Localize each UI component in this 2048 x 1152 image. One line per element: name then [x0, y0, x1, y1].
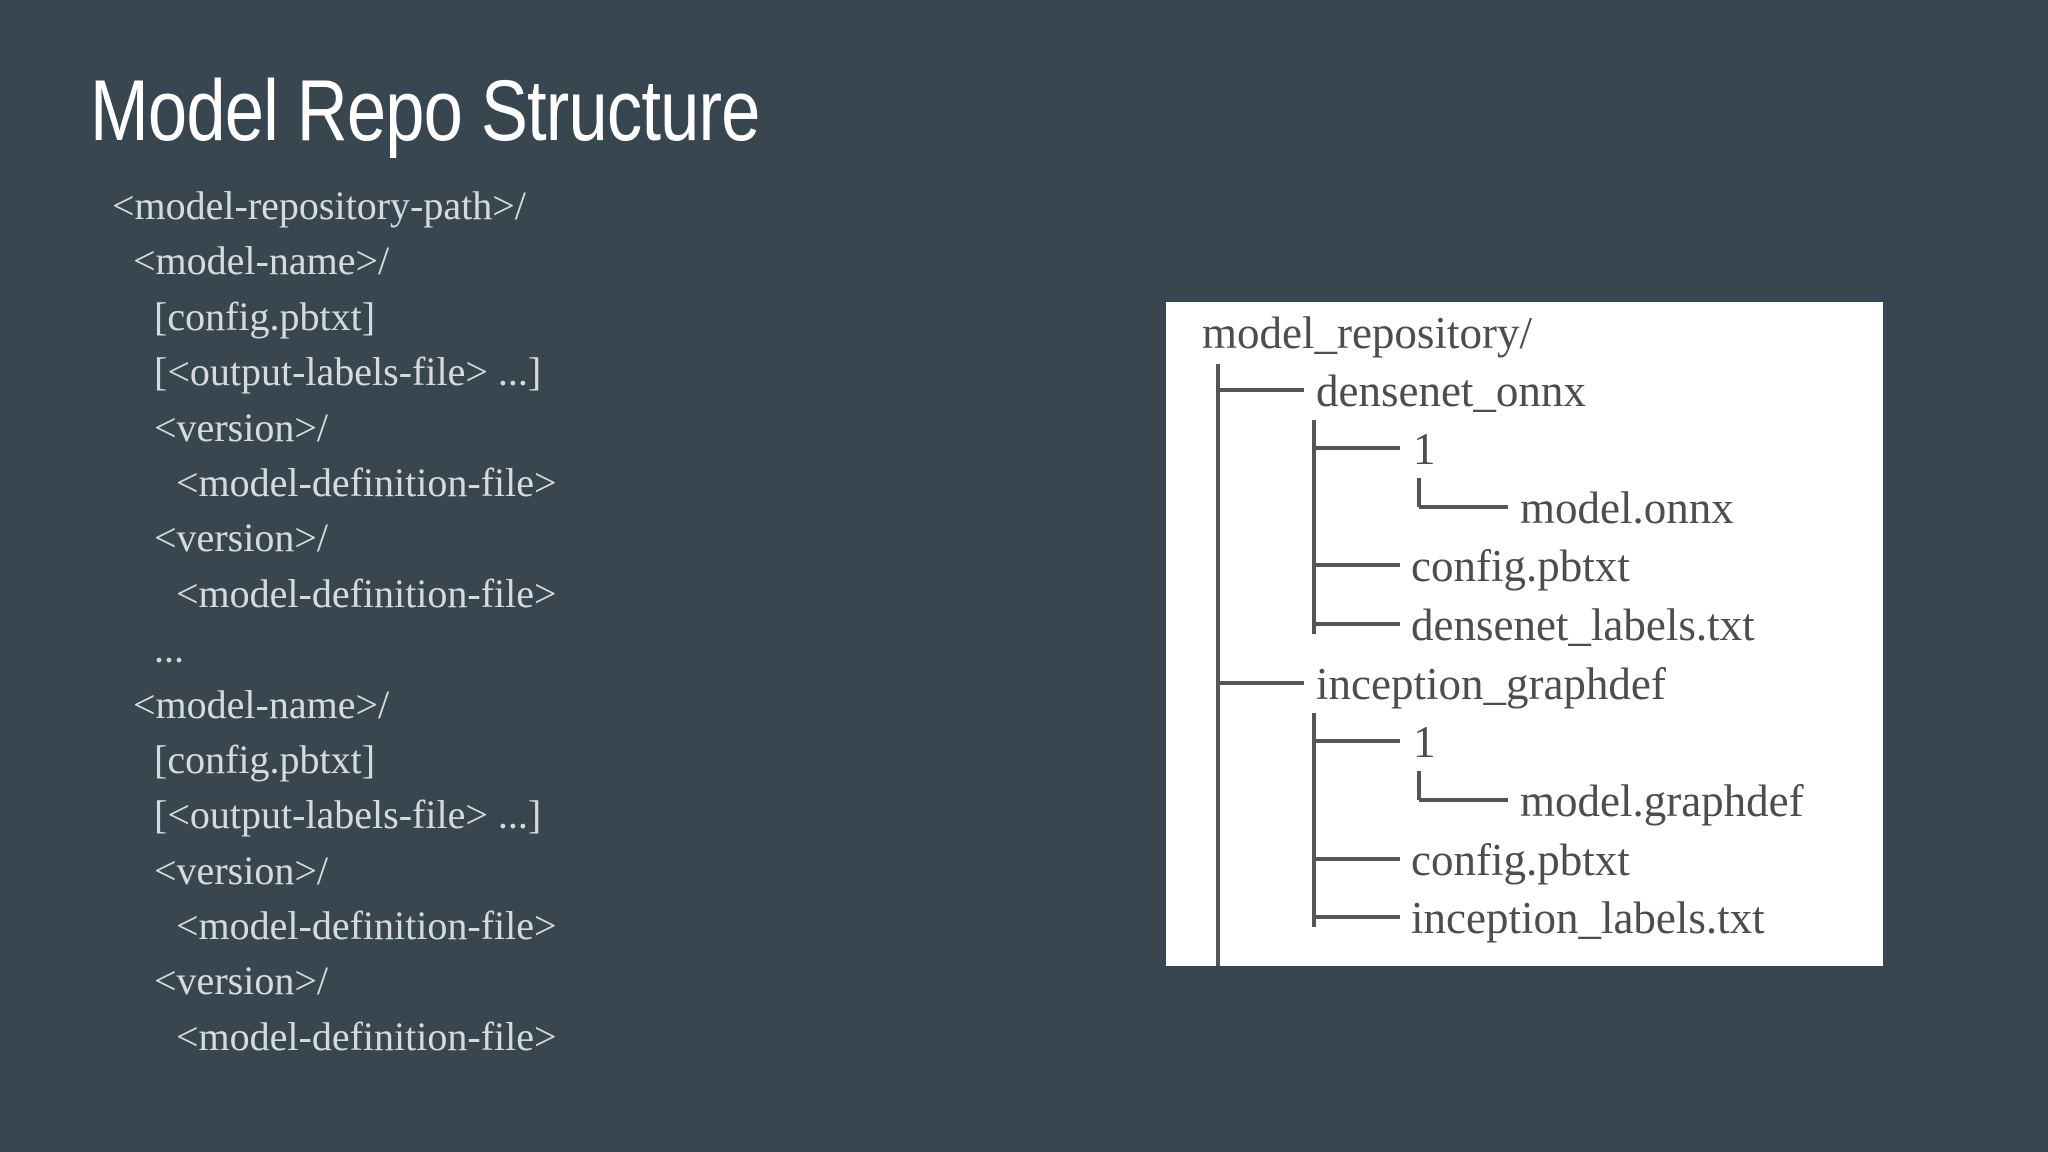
structure-line: <model-name>/	[133, 238, 390, 284]
structure-line: <version>/	[154, 958, 328, 1004]
structure-line: <model-name>/	[133, 681, 390, 727]
structure-line: <model-definition-file>	[176, 1013, 557, 1059]
tree-root-label: model_repository/	[1202, 308, 1532, 358]
structure-line: <model-definition-file>	[176, 903, 557, 949]
structure-line: <model-repository-path>/	[112, 183, 526, 228]
tree-dir-inception: inception_graphdef	[1316, 659, 1666, 709]
tree-version-folder: 1	[1413, 424, 1436, 474]
tree-model-file: model.graphdef	[1520, 776, 1804, 826]
tree-labels-file: densenet_labels.txt	[1411, 600, 1755, 650]
slide-title: Model Repo Structure	[90, 63, 760, 159]
tree-dir-densenet: densenet_onnx	[1316, 366, 1586, 416]
tree-labels-file: inception_labels.txt	[1411, 893, 1765, 943]
structure-line: <version>/	[154, 847, 328, 893]
structure-line: [<output-labels-file> ...]	[154, 792, 542, 838]
tree-model-file: model.onnx	[1520, 483, 1734, 533]
repo-structure-text: <model-repository-path>/ <model-name>/ […	[112, 178, 557, 1064]
structure-line: <version>/	[154, 515, 328, 561]
structure-line: [config.pbtxt]	[154, 736, 376, 782]
structure-line: ...	[154, 626, 184, 672]
tree-config-file: config.pbtxt	[1411, 541, 1630, 591]
example-tree-image: model_repository/ densenet_onnx 1 model.…	[1166, 302, 1883, 966]
tree-version-folder: 1	[1413, 717, 1436, 767]
structure-line: <version>/	[154, 404, 328, 450]
tree-config-file: config.pbtxt	[1411, 835, 1630, 885]
tree-connector-lines	[1216, 364, 1508, 966]
structure-line: [<output-labels-file> ...]	[154, 349, 542, 395]
structure-line: <model-definition-file>	[176, 570, 557, 616]
structure-line: <model-definition-file>	[176, 459, 557, 505]
structure-line: [config.pbtxt]	[154, 293, 376, 339]
